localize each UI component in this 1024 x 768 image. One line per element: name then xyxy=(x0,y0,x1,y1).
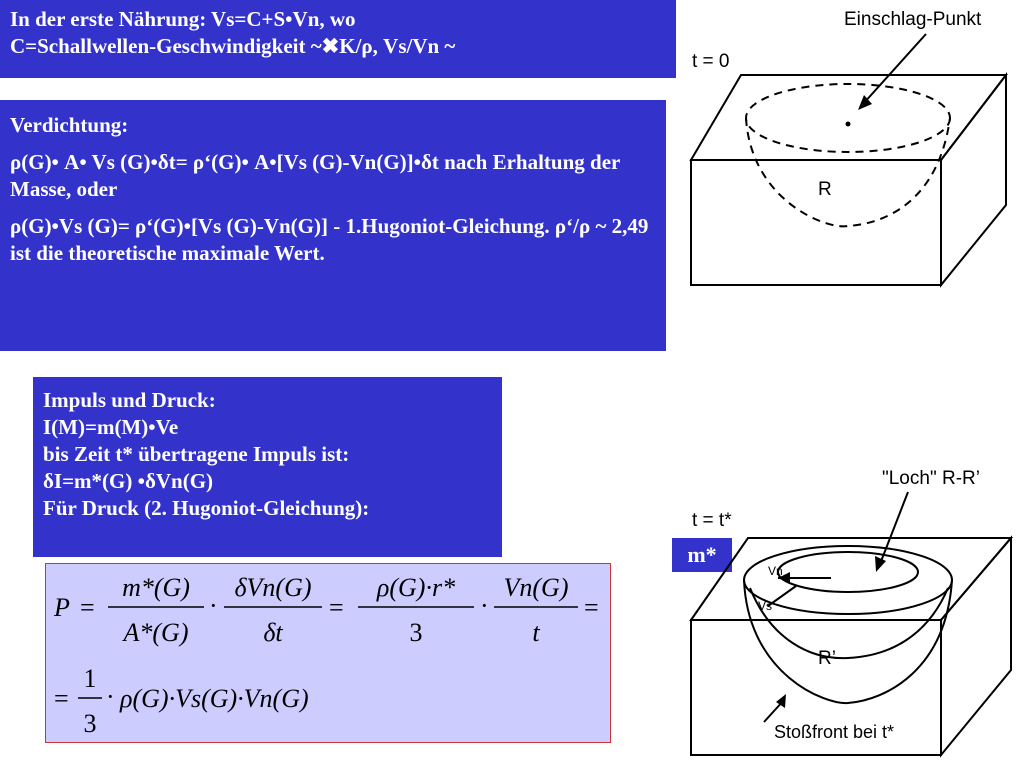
momentum-line-2: I(M)=m(M)•Ve xyxy=(43,415,179,439)
compression-heading: Verdichtung: xyxy=(10,113,129,137)
formula-eq-2: = xyxy=(329,593,344,622)
frac4-num: Vn(G) xyxy=(504,573,569,602)
compression-box: Verdichtung: ρ(G)• A• Vs (G)•δt= ρ‘(G)• … xyxy=(0,100,666,351)
frac1-den: A*(G) xyxy=(122,618,189,647)
frac1-num: m*(G) xyxy=(122,573,190,602)
formula-eq-3: = xyxy=(584,593,599,622)
frac4-den: t xyxy=(532,618,540,647)
block-top-face xyxy=(689,74,1009,161)
formula-eq-1: = xyxy=(80,593,95,622)
impact-label: Einschlag-Punkt xyxy=(844,9,982,30)
vn-arrowhead xyxy=(778,572,790,584)
compression-para-2: ρ(G)•Vs (G)= ρ‘(G)•[Vs (G)-Vn(G)] - 1.Hu… xyxy=(10,214,649,265)
vs-arrow xyxy=(767,585,797,607)
intro-line-1: In der erste Nährung: Vs=C+S•Vn, wo xyxy=(10,7,356,31)
frac3-num: ρ(G)·r* xyxy=(376,573,455,602)
impact-figure-tstar: "Loch" R-R’ t = t* Vn Vs R’ Stoßfront be… xyxy=(689,468,1014,758)
formula-dot-3: · xyxy=(106,682,115,711)
shock-front-label: Stoßfront bei t* xyxy=(774,722,894,742)
momentum-box: Impuls und Druck: I(M)=m(M)•Ve bis Zeit … xyxy=(33,377,502,557)
momentum-line-4: δI=m*(G) •δVn(G) xyxy=(43,469,214,493)
m-star-label: m* xyxy=(672,538,732,572)
momentum-line-3: bis Zeit t* übertragene Impuls ist: xyxy=(43,442,350,466)
momentum-line-1: Impuls und Druck: xyxy=(43,388,216,412)
frac5-num: 1 xyxy=(84,664,97,693)
frac2-num: δVn(G) xyxy=(234,573,311,602)
time-label-t0: t = 0 xyxy=(692,51,730,72)
formula-tail: ρ(G)·Vs(G)·Vn(G) xyxy=(119,684,309,713)
shock-arrowhead xyxy=(776,694,786,708)
pressure-formula: P = m*(G) A*(G) · δVn(G) δt = ρ(G)·r* 3 … xyxy=(45,563,611,743)
frac3-den: 3 xyxy=(410,618,423,647)
intro-box: In der erste Nährung: Vs=C+S•Vn, wo C=Sc… xyxy=(0,0,676,78)
hole-arrow xyxy=(879,491,909,565)
impact-arrowhead xyxy=(858,95,872,110)
block-front-face xyxy=(690,159,942,286)
formula-dot-2: · xyxy=(480,591,489,620)
crater-rim xyxy=(745,83,951,153)
intro-line-2: C=Schallwellen-Geschwindigkeit ~✖K/ρ, Vs… xyxy=(10,34,456,58)
hole-arrowhead xyxy=(875,556,886,572)
formula-dot-1: · xyxy=(209,591,218,620)
time-label-tstar: t = t* xyxy=(692,510,732,531)
shock-front-bowl xyxy=(743,579,953,705)
compression-para-1: ρ(G)• A• Vs (G)•δt= ρ‘(G)• A•[Vs (G)-Vn(… xyxy=(10,150,620,201)
vn-label: Vn xyxy=(768,564,783,578)
formula-p: P xyxy=(53,593,70,622)
formula-eq-4: = xyxy=(54,684,69,713)
hole-rim xyxy=(777,551,919,593)
impact-arrow xyxy=(862,33,927,105)
frac2-den: δt xyxy=(263,618,283,647)
formula-svg: P = m*(G) A*(G) · δVn(G) δt = ρ(G)·r* 3 … xyxy=(53,573,599,738)
vs-label: Vs xyxy=(758,599,772,613)
impact-point-dot xyxy=(845,121,851,127)
hole-label: "Loch" R-R’ xyxy=(882,468,980,489)
radius-label-r-prime: R’ xyxy=(818,648,836,669)
impact-figure-t0: Einschlag-Punkt t = 0 R xyxy=(689,9,1009,288)
hole-bowl xyxy=(749,587,949,660)
outer-rim xyxy=(743,545,953,615)
crater-bowl xyxy=(745,117,951,228)
momentum-line-5: Für Druck (2. Hugoniot-Gleichung): xyxy=(43,496,370,520)
block-side-face-2 xyxy=(940,535,1012,758)
block-side-face xyxy=(940,72,1007,288)
radius-label-r: R xyxy=(818,179,832,200)
block-top-face-2 xyxy=(689,537,1014,621)
frac5-den: 3 xyxy=(84,709,97,738)
